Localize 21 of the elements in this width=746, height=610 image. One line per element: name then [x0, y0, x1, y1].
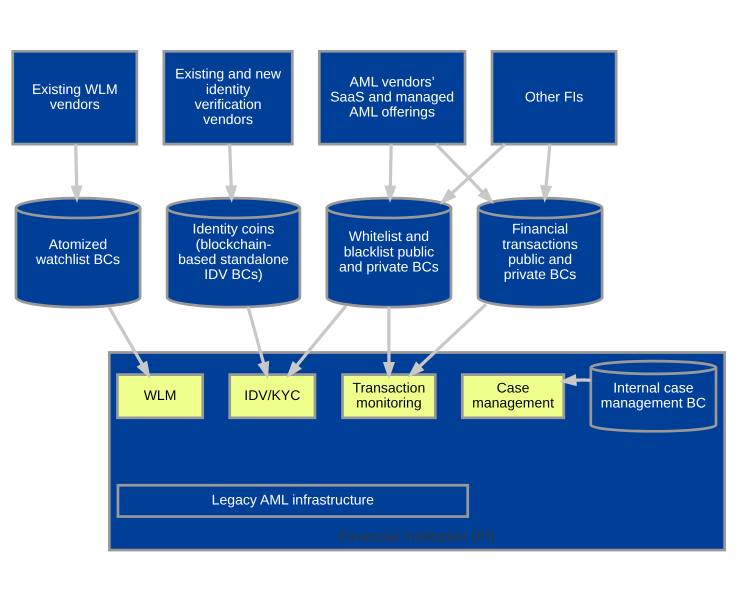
arrow: [225, 144, 238, 203]
node-box: WLM: [116, 373, 204, 420]
arrow: [440, 143, 506, 205]
arrow: [70, 144, 83, 203]
arrow: [108, 306, 151, 379]
node-box: Legacy AML infrastructure: [116, 484, 470, 518]
node-box: IDV/KYC: [228, 373, 316, 420]
arrow: [434, 143, 494, 204]
arrow: [408, 303, 488, 378]
arrow: [286, 304, 348, 378]
arrow: [384, 144, 396, 203]
arrow: [540, 144, 552, 203]
node-box: Existing WLM vendors: [11, 50, 138, 146]
node-box: Case management: [460, 373, 566, 420]
arrow: [382, 307, 395, 380]
node-box: Other FIs: [490, 50, 618, 146]
arrow: [246, 306, 270, 380]
node-box: Existing and new identity verification vendors: [162, 50, 294, 146]
node-box: AML vendors’ SaaS and managed AML offerings: [318, 50, 466, 146]
arrow: [559, 374, 591, 386]
node-box: Transaction monitoring: [341, 373, 437, 420]
